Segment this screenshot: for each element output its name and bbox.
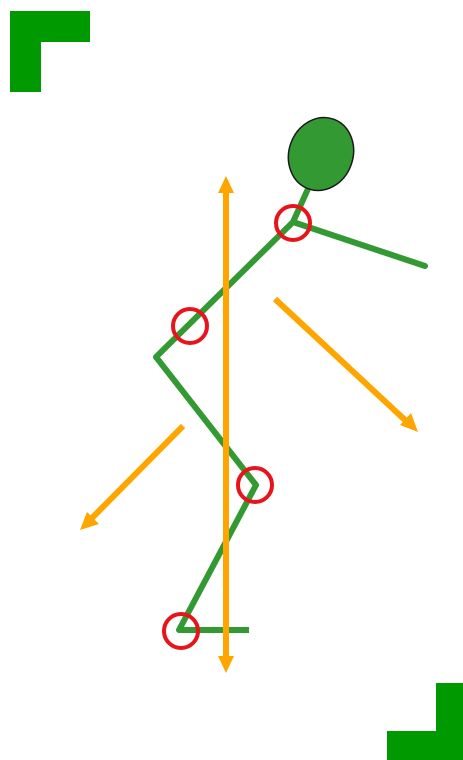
ankle-joint [162, 612, 200, 650]
joint-markers [162, 204, 312, 650]
knee-joint [236, 466, 274, 504]
top-left-corner-marker [10, 11, 90, 92]
body-line [153, 177, 315, 633]
head-ellipse [287, 116, 355, 192]
arrowhead-right [400, 413, 418, 432]
left-diagonal-arrow [89, 423, 186, 521]
right-diagonal-arrow [272, 296, 408, 423]
arrowhead-left [80, 512, 99, 530]
arrowhead-down [218, 656, 234, 673]
arrowhead-up [218, 176, 234, 193]
arm-line [290, 219, 428, 269]
hip-joint [171, 307, 209, 345]
force-arrows [89, 190, 408, 660]
bottom-right-corner-marker [387, 683, 463, 760]
shoulder-joint [274, 204, 312, 242]
arrowheads [80, 176, 418, 673]
